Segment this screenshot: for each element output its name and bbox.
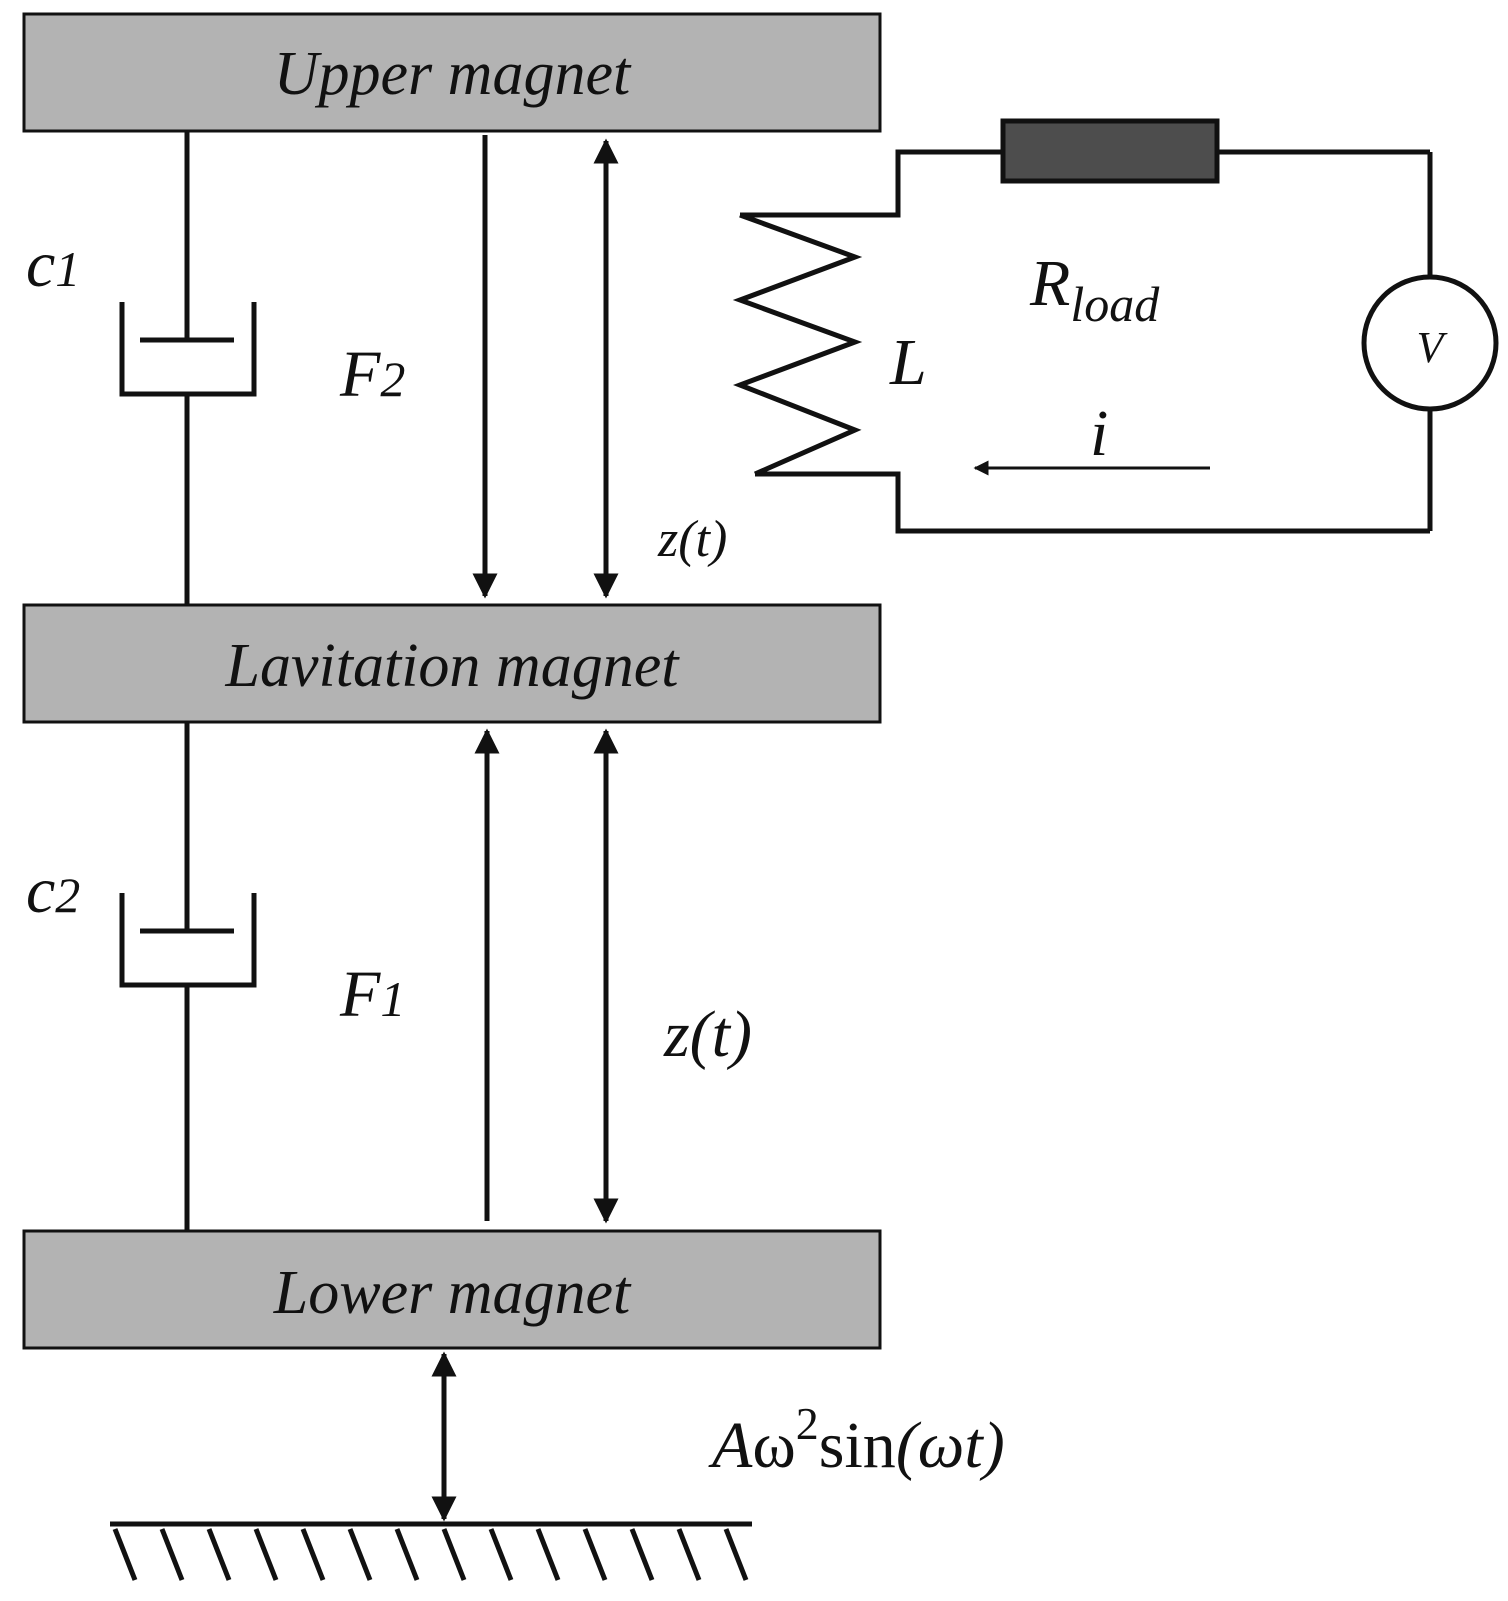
- levitation-magnet: Lavitation magnet: [22, 603, 882, 724]
- damper-c1-label: c1: [26, 228, 80, 301]
- excitation-label: Aω2sin(ωt): [708, 1398, 1005, 1482]
- inductor-label: L: [889, 326, 927, 399]
- load-resistor: [1000, 118, 1220, 184]
- current-label: i: [1090, 397, 1108, 470]
- ground: [110, 1521, 752, 1581]
- voltmeter-label: V: [1417, 323, 1449, 372]
- circuit: [732, 149, 1433, 534]
- upper-magnet-label: Upper magnet: [274, 40, 632, 108]
- load-resistor-label: Rload: [1029, 247, 1160, 332]
- voltmeter: V: [1361, 274, 1499, 412]
- damper-c2: [119, 722, 257, 1231]
- force-f1-label: F1: [339, 958, 405, 1031]
- lower-magnet: Lower magnet: [22, 1229, 882, 1350]
- force-f2-label: F2: [339, 338, 405, 411]
- circuit-top-wire: [740, 149, 1003, 218]
- damper-c2-label: c2: [26, 854, 80, 927]
- lower-magnet-label: Lower magnet: [273, 1259, 632, 1327]
- upper-displacement-label: z(t): [657, 511, 727, 568]
- upper-magnet: Upper magnet: [22, 12, 882, 133]
- lower-displacement-label: z(t): [663, 998, 752, 1071]
- levitation-magnet-label: Lavitation magnet: [225, 632, 681, 700]
- damper-c1: [119, 131, 257, 605]
- inductor-coil: [732, 212, 863, 477]
